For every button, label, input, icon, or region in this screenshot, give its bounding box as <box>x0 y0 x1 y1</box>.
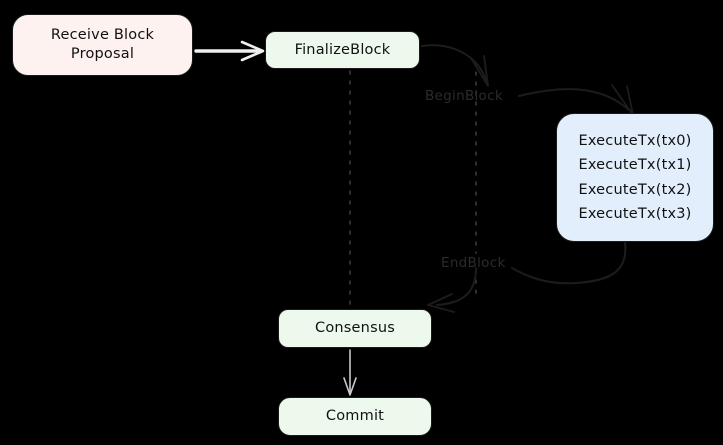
node-receive-label-line2: Proposal <box>70 46 135 62</box>
edge-executetx-to-endblock <box>510 241 627 285</box>
node-consensus[interactable]: Consensus <box>278 309 432 348</box>
arrowhead-endblock-to-consensus <box>427 293 455 313</box>
execute-tx-line-2: ExecuteTx(tx2) <box>578 181 692 198</box>
node-commit[interactable]: Commit <box>278 397 432 436</box>
node-receive-label-line1: Receive Block <box>50 27 155 44</box>
arrowhead-beginblock-to-executetx <box>611 84 634 116</box>
node-commit-label: Commit <box>325 408 385 425</box>
arrow-beginblock-to-executetx <box>517 88 631 112</box>
arrowhead-finalize-to-beginblock <box>470 55 489 87</box>
execute-tx-line-1: ExecuteTx(tx1) <box>578 157 692 174</box>
node-consensus-label: Consensus <box>315 320 395 337</box>
node-finalize-label: FinalizeBlock <box>294 41 391 58</box>
arrow-endblock-to-consensus <box>435 266 478 307</box>
node-finalize-block[interactable]: FinalizeBlock <box>265 31 420 69</box>
node-receive-block-proposal[interactable]: Receive Block Proposal <box>12 14 193 76</box>
edge-label-begin-block: BeginBlock <box>425 88 503 104</box>
arrowhead-consensus-to-commit <box>343 377 357 396</box>
execute-tx-line-3: ExecuteTx(tx3) <box>578 205 692 222</box>
node-execute-tx-list[interactable]: ExecuteTx(tx0) ExecuteTx(tx1) ExecuteTx(… <box>556 113 714 242</box>
edge-label-end-block: EndBlock <box>441 255 506 271</box>
arrowhead-receive-to-finalize <box>240 40 265 62</box>
execute-tx-line-0: ExecuteTx(tx0) <box>578 133 692 150</box>
arrow-finalize-to-beginblock <box>420 44 488 82</box>
